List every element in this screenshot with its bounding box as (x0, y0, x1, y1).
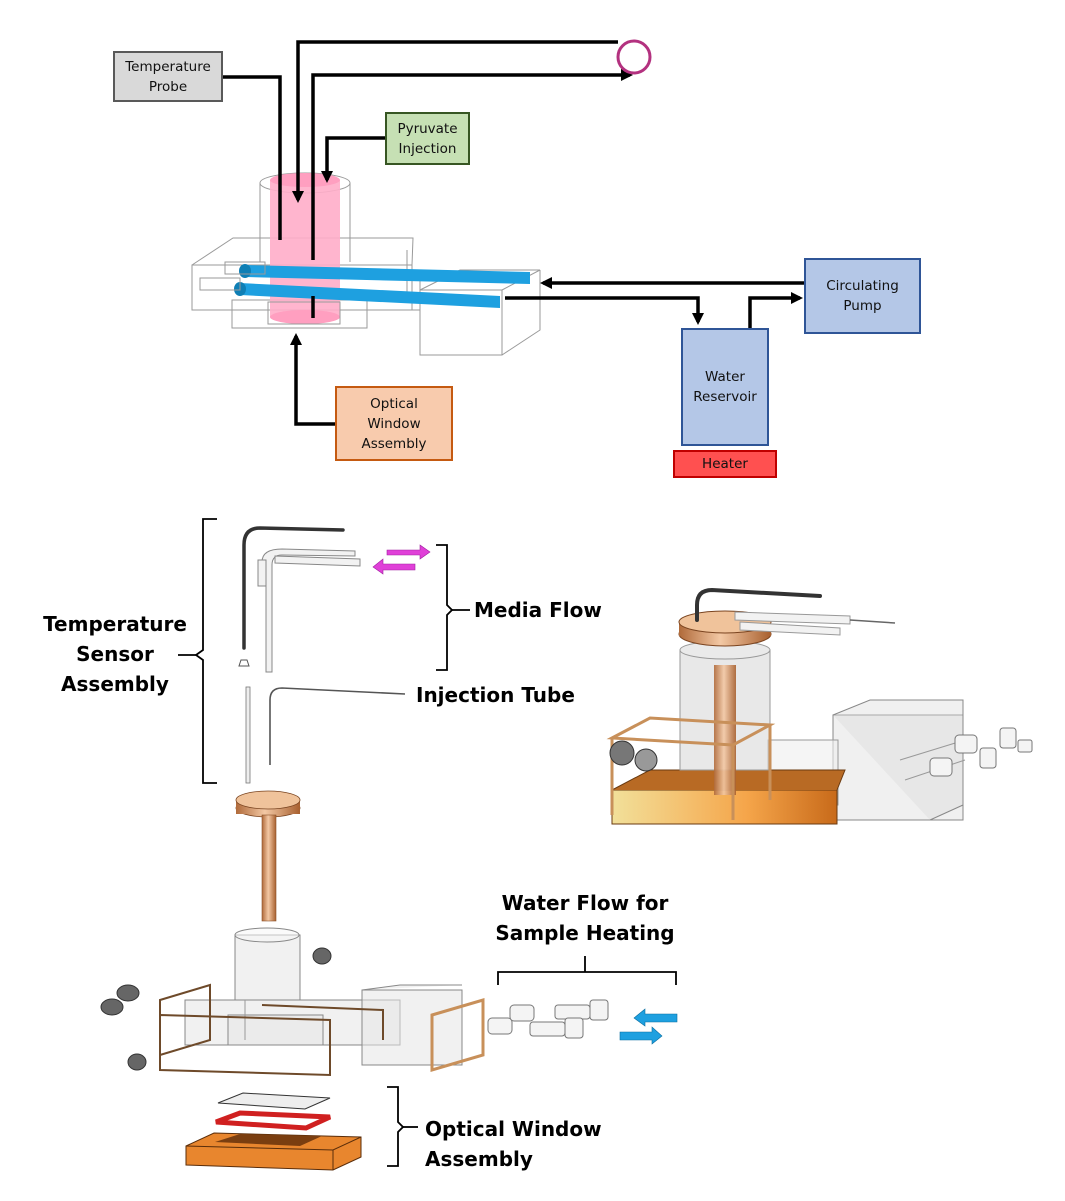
pyruvate-arrow (321, 136, 386, 183)
probe-tip (238, 659, 250, 667)
media-flow-in-arrow (372, 558, 416, 575)
media-flow-bracket (436, 544, 454, 671)
heater-box: Heater (673, 450, 777, 478)
media-flow-tubes (257, 548, 361, 673)
circulating-pump-label: Circulating Pump (826, 278, 899, 314)
injection-tube-label: Injection Tube (416, 683, 575, 707)
temperature-probe-wire (242, 526, 345, 650)
optical-window-assembly-box: Optical Window Assembly (335, 386, 453, 461)
copper-cap (235, 790, 301, 922)
flow-arrows (222, 40, 806, 426)
pump-return-arrow (311, 69, 633, 260)
top-device-wireframe-front (267, 301, 341, 325)
pyruvate-injection-box: Pyruvate Injection (385, 112, 470, 165)
optical-window-parts (185, 1092, 362, 1171)
water-flow-label: Water Flow for Sample Heating (495, 891, 675, 945)
assembled-device (606, 587, 1033, 825)
optical-window-bracket (387, 1086, 405, 1167)
optical-window-assembly-heading: Optical Window Assembly (425, 1117, 602, 1171)
screws (100, 947, 332, 1071)
heater-label: Heater (702, 456, 748, 472)
water-out-arrow (619, 1026, 663, 1045)
optical-window-assembly-label: Optical Window Assembly (361, 395, 427, 452)
reservoir-to-pump-arrow (748, 292, 803, 330)
water-fittings (487, 999, 609, 1039)
injection-tube (269, 687, 406, 765)
circulating-pump-box: Circulating Pump (804, 258, 921, 334)
media-flow-out-arrow (386, 544, 431, 560)
water-channels (199, 261, 530, 308)
temperature-probe-box: Temperature Probe (113, 51, 223, 102)
water-in-arrow (633, 1008, 678, 1027)
temperature-probe-label: Temperature Probe (125, 58, 211, 95)
water-reservoir-box: Water Reservoir (681, 328, 769, 446)
pump-rotor-icon (616, 39, 652, 75)
thermowell-rod (245, 686, 251, 784)
optical-window-arrow (290, 333, 336, 426)
probe-line (222, 75, 282, 240)
sample-chamber (259, 172, 351, 324)
device-to-reservoir-arrow (505, 296, 704, 325)
pump-outflow-arrow (292, 40, 618, 203)
temperature-sensor-assembly-label: Temperature Sensor Assembly (43, 612, 187, 696)
water-flow-bracket (497, 956, 677, 985)
pyruvate-injection-label: Pyruvate Injection (397, 120, 458, 157)
clamp-frames (159, 983, 485, 1077)
water-reservoir-label: Water Reservoir (693, 369, 757, 405)
media-flow-label: Media Flow (474, 598, 602, 622)
